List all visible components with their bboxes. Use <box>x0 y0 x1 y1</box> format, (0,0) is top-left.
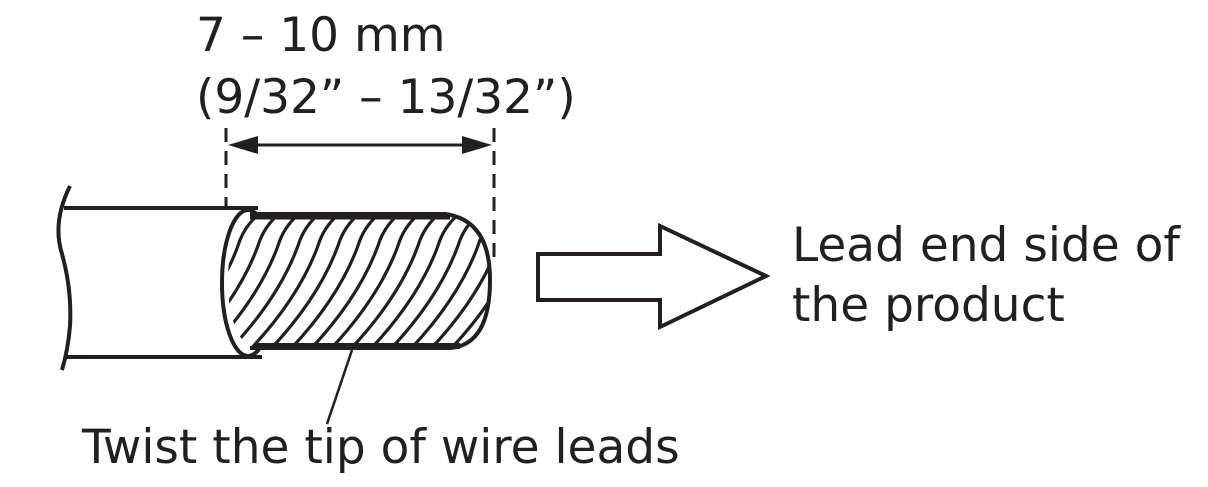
twist-note-label: Twist the tip of wire leads <box>82 420 680 475</box>
dimension-arrow <box>228 136 492 154</box>
twist-leader-line <box>325 349 354 425</box>
twisted-conductor <box>228 212 493 350</box>
direction-arrow-icon <box>536 222 771 331</box>
lead-end-label-line2: the product <box>792 278 1065 333</box>
lead-end-label-line1: Lead end side of <box>792 218 1180 273</box>
dimension-metric-label: 7 – 10 mm <box>196 8 446 63</box>
cable-insulation <box>56 185 262 371</box>
dimension-imperial-label: (9/32” – 13/32”) <box>196 70 576 125</box>
